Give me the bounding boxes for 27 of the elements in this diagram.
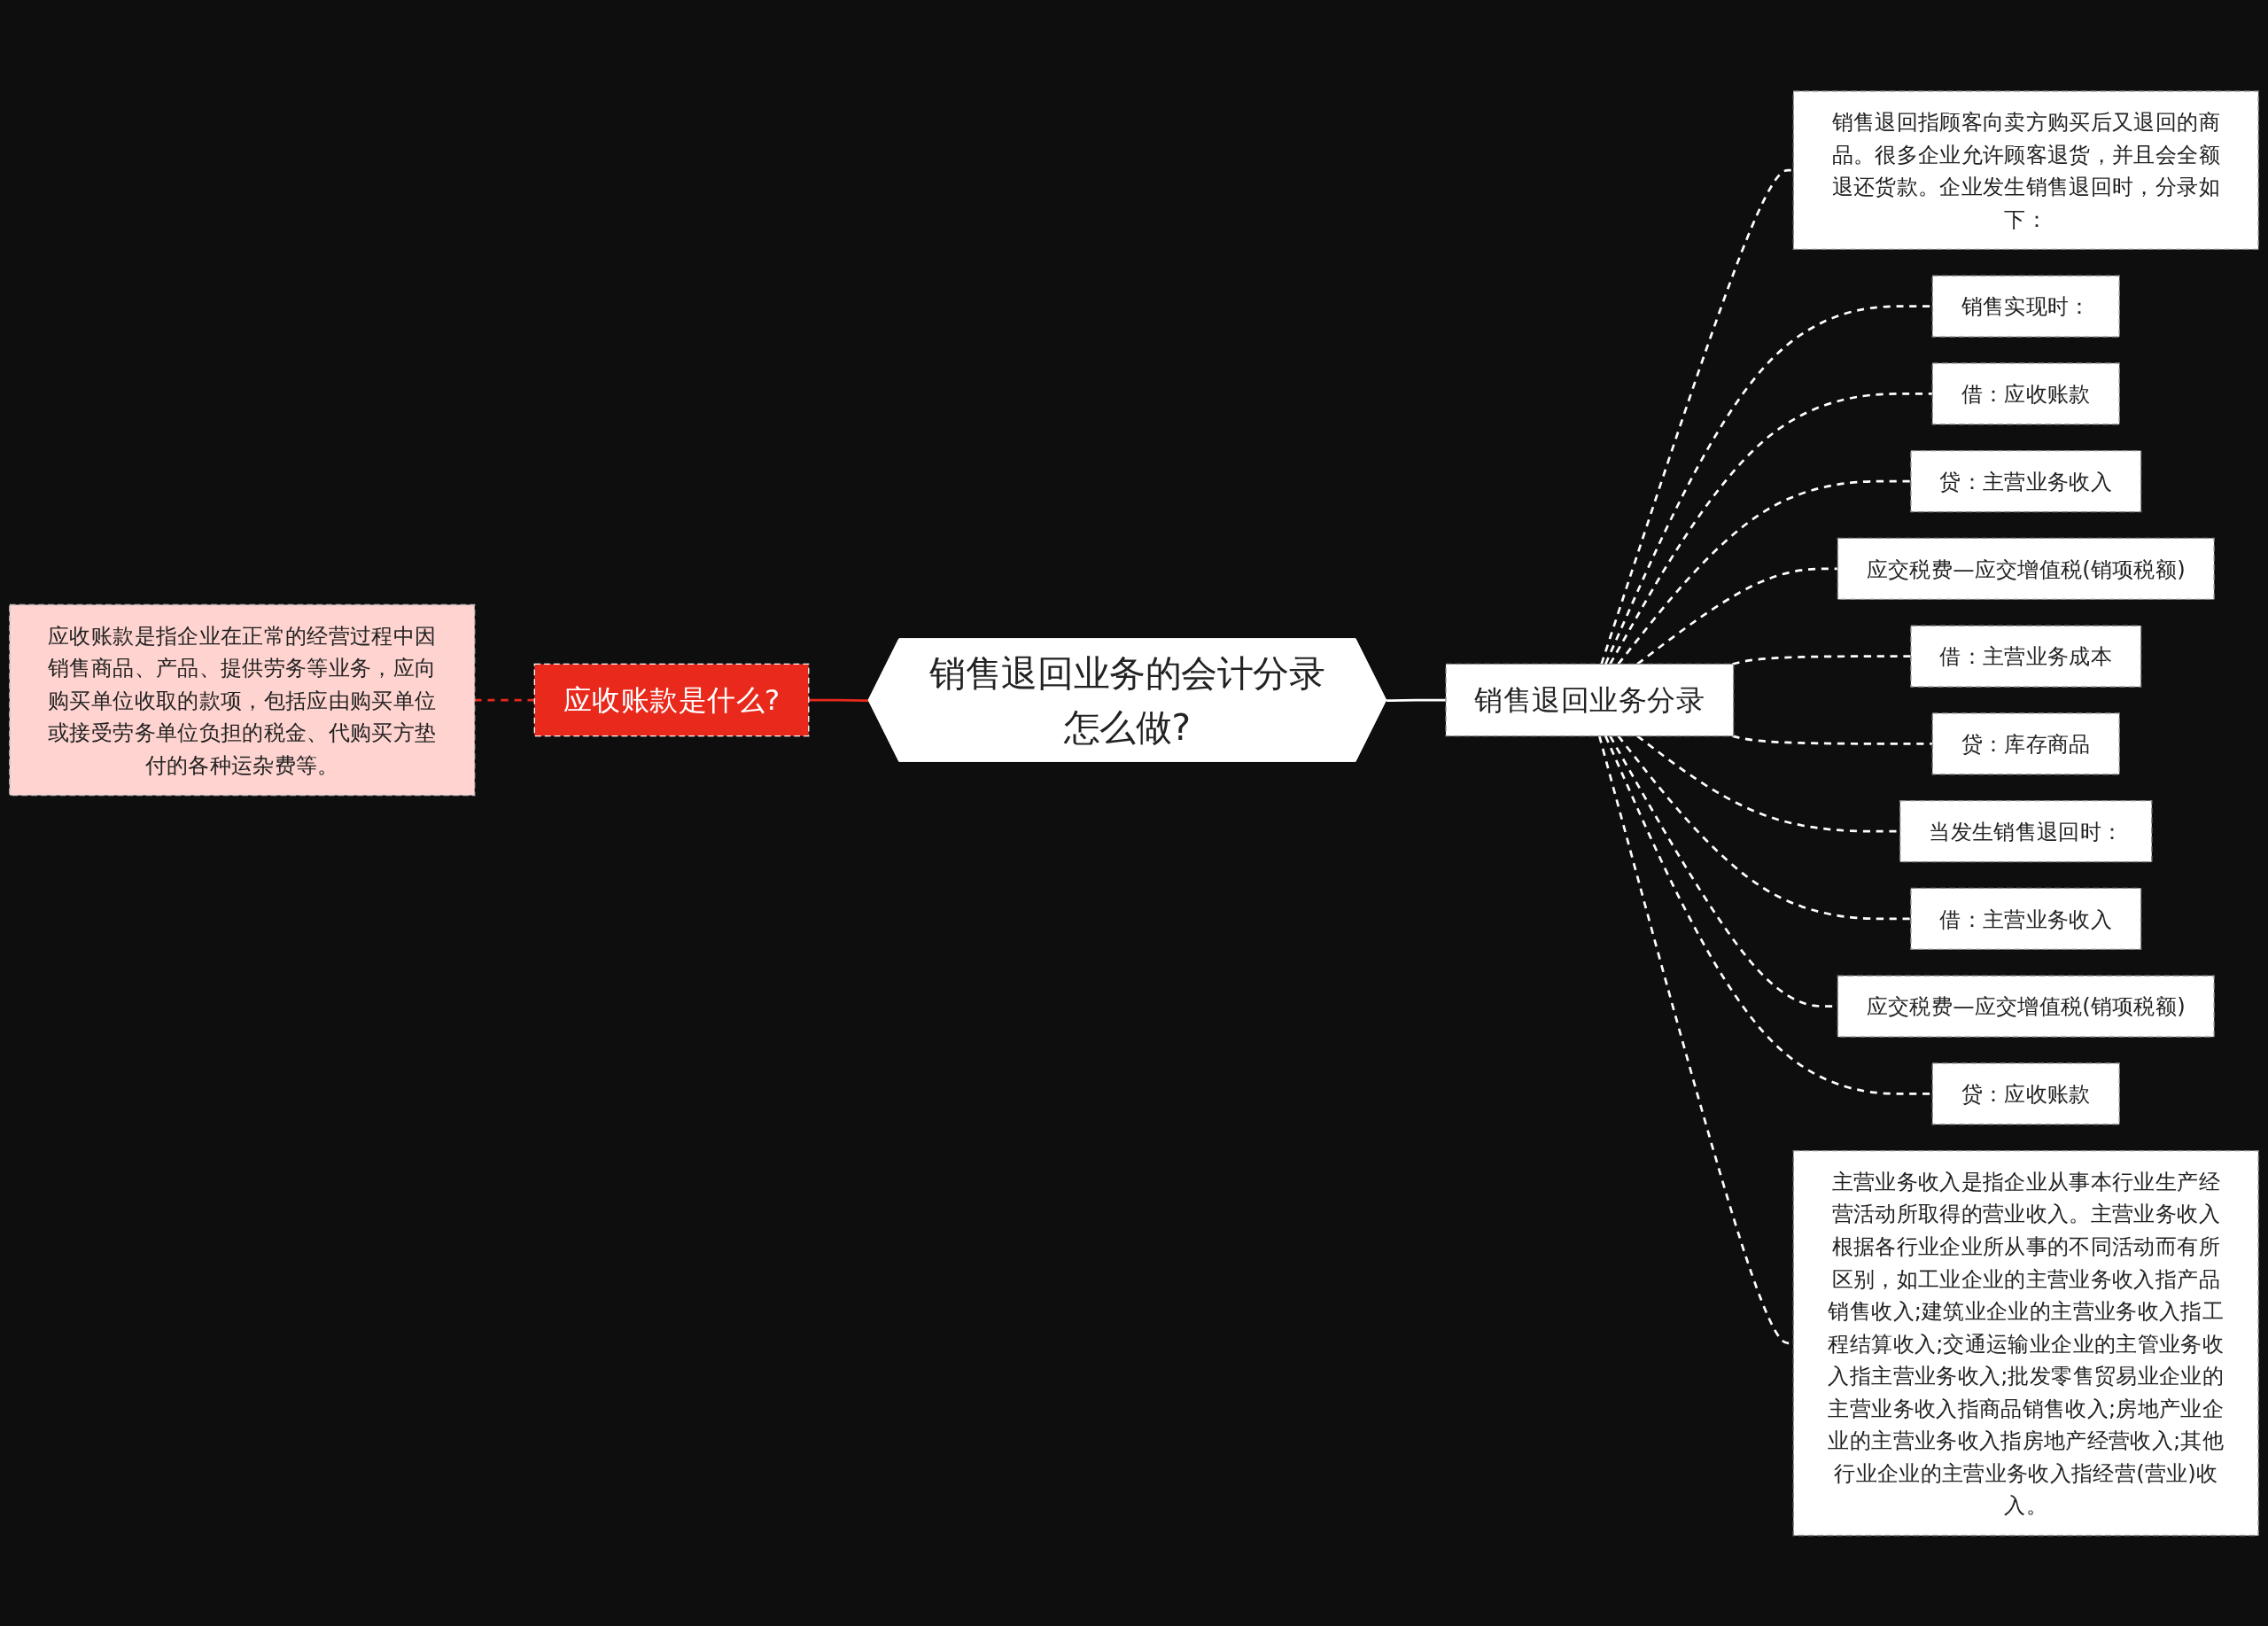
- connector: [1732, 734, 1933, 745]
- node-box: 销售退回业务分录: [1445, 663, 1735, 736]
- connector: [474, 698, 535, 701]
- node-box: 应收账款是指企业在正常的经营过程中因销售商品、产品、提供劳务等业务，应向购买单位收取的款项，包括应由购买单位或接受劳务单位负担的税金、代购买方垫付的各种运杂费等。: [9, 603, 476, 796]
- node-box: 借：主营业务成本: [1910, 625, 2142, 688]
- node-box: 销售实现时：: [1931, 275, 2120, 338]
- node-box: 主营业务收入是指企业从事本行业生产经营活动所取得的营业收入。主营业务收入根据各行业企业所从事的不同活动而有所区别，如工业企业的主营业务收入指产品销售收入;建筑业企业的主营业务收入指工程结算收入;交通运输业企业的主管业务收入指主营业务收入;批发零售贸易业企业的主营业务收入指商品销售收入;房地产业企业的主营业务收入指房地产经营收入;其他行业企业的主营业务收入指经营(营业)收入。: [1792, 1149, 2259, 1537]
- node-box: 应交税费—应交增值税(销项税额): [1837, 537, 2215, 600]
- connector: [1617, 479, 1911, 665]
- connector: [1609, 392, 1933, 665]
- node-box: 当发生销售退回时：: [1899, 799, 2153, 862]
- node-box: 借：主营业务收入: [1910, 887, 2142, 950]
- connector: [1600, 168, 1794, 665]
- node-box: 应收账款是什么?: [533, 663, 810, 736]
- connector: [1617, 735, 1911, 920]
- node-box: 销售退回指顾客向卖方购买后又退回的商品。很多企业允许顾客退货，并且会全额退还货款。企业发生销售退回时，分录如下：: [1792, 89, 2259, 250]
- node-box: 贷：应收账款: [1931, 1062, 2120, 1125]
- node-box: 借：应收账款: [1931, 362, 2120, 425]
- connector: [1604, 304, 1933, 665]
- connector: [1604, 735, 1933, 1095]
- connector: [808, 698, 870, 702]
- connector: [1386, 698, 1446, 702]
- node-box: 贷：库存商品: [1931, 712, 2120, 775]
- connector: [1732, 654, 1911, 665]
- node-box: 应交税费—应交增值税(销项税额): [1837, 975, 2215, 1038]
- connector: [1636, 567, 1838, 665]
- node-box: 贷：主营业务收入: [1910, 449, 2142, 512]
